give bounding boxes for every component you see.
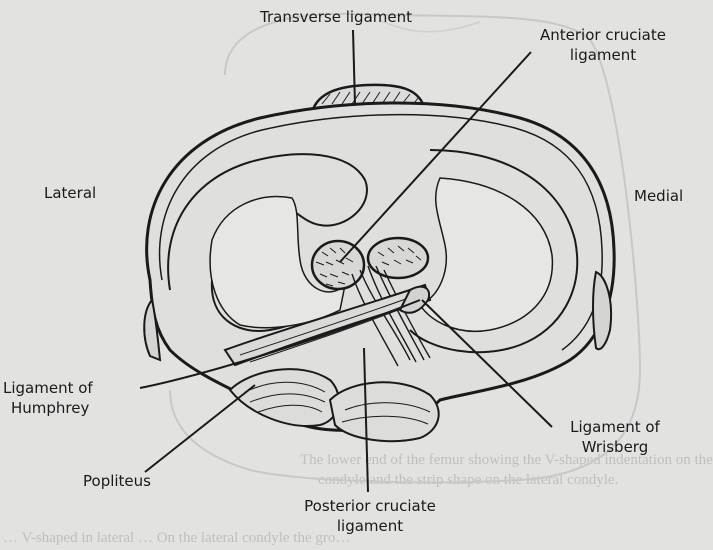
label-pcl-line-1: Posterior cruciate bbox=[290, 496, 450, 516]
label-posterior-cruciate-ligament: Posterior cruciate ligament bbox=[290, 496, 450, 536]
label-wrisberg-line-2: Wrisberg bbox=[550, 437, 680, 457]
posterior-lobe bbox=[330, 382, 439, 441]
label-lateral: Lateral bbox=[44, 183, 96, 203]
label-ligament-of-humphrey: Ligament of Humphrey bbox=[3, 378, 93, 418]
label-pcl-line-2: ligament bbox=[290, 516, 450, 536]
label-medial: Medial bbox=[634, 186, 683, 206]
label-ligament-of-wrisberg: Ligament of Wrisberg bbox=[550, 417, 680, 457]
label-anterior-cruciate-ligament: Anterior cruciate ligament bbox=[528, 25, 678, 65]
label-acl-line-2: ligament bbox=[528, 45, 678, 65]
label-popliteus: Popliteus bbox=[83, 471, 151, 491]
label-wrisberg-line-1: Ligament of bbox=[550, 417, 680, 437]
leader-popliteus bbox=[145, 385, 255, 472]
label-acl-line-1: Anterior cruciate bbox=[528, 25, 678, 45]
label-transverse-ligament: Transverse ligament bbox=[260, 7, 412, 27]
acl-cut-end bbox=[312, 241, 364, 289]
label-humphrey-line-2: Humphrey bbox=[3, 398, 93, 418]
label-humphrey-line-1: Ligament of bbox=[3, 378, 93, 398]
